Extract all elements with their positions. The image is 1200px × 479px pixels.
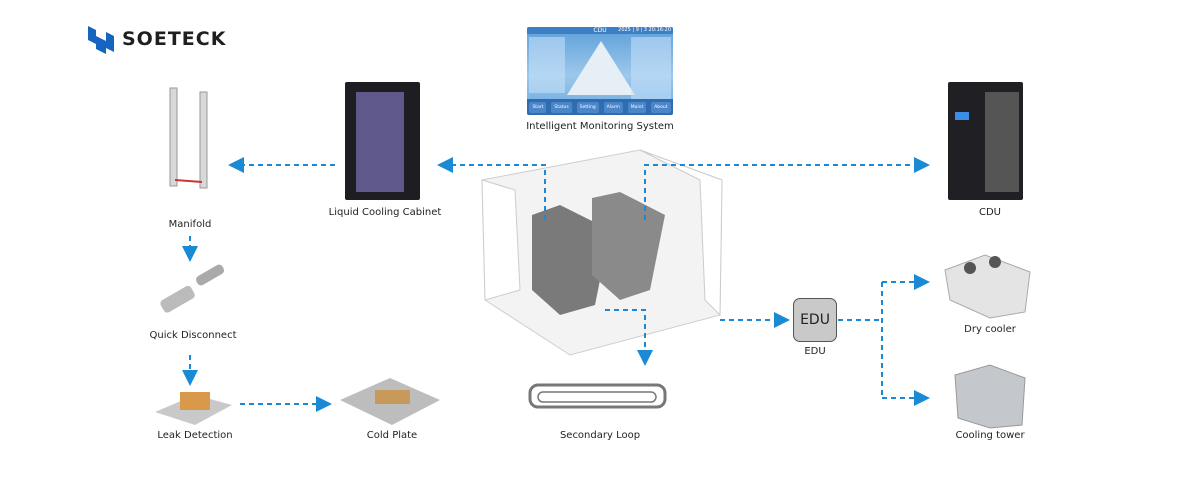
- arrow-room-to-cabinet: [437, 157, 546, 220]
- screen-button-alarm: Alarm: [603, 101, 623, 113]
- arrow-edu-branch: [838, 282, 883, 398]
- left-panel: [529, 37, 565, 93]
- arrow-room-to-cdu: [644, 157, 930, 220]
- label-quick-disconnect: Quick Disconnect: [149, 330, 237, 341]
- cold-plate-image: [340, 378, 440, 425]
- secondary-loop-image: [528, 383, 667, 409]
- screen-button-maint: Maint: [627, 101, 647, 113]
- label-cabinet: Liquid Cooling Cabinet: [328, 207, 442, 218]
- soeteck-logo-icon: [88, 26, 114, 54]
- dry-cooler-image: [944, 254, 1031, 319]
- leak-detection-image: [155, 392, 232, 425]
- screen-button-status: Status: [551, 101, 572, 113]
- label-cold-plate: Cold Plate: [366, 430, 418, 441]
- screen-time: 2025 | 9 | 3 20:16:20: [618, 27, 671, 33]
- label-cdu: CDU: [978, 207, 1002, 218]
- screen-button-bar: Start Status Setting Alarm Maint About: [527, 99, 673, 115]
- cdu-image: [948, 82, 1023, 200]
- label-leak-detection: Leak Detection: [157, 430, 233, 441]
- label-dry-cooler: Dry cooler: [964, 324, 1016, 335]
- arrow-room-to-secondary-loop: [605, 309, 653, 366]
- screen-button-setting: Setting: [576, 101, 599, 113]
- brand-name: SOETECK: [122, 28, 227, 50]
- label-edu: EDU: [804, 346, 826, 357]
- right-panel: [631, 37, 671, 99]
- cooling-tower-image: [954, 364, 1026, 429]
- manifold-image: [169, 87, 208, 189]
- label-monitoring: Intelligent Monitoring System: [526, 121, 674, 132]
- screen-button-about: About: [651, 101, 671, 113]
- mountain-image: [567, 41, 635, 95]
- label-secondary-loop: Secondary Loop: [559, 430, 641, 441]
- label-manifold: Manifold: [168, 219, 212, 230]
- cabinet-image: [345, 82, 420, 200]
- monitoring-screen: CDU 2025 | 9 | 3 20:16:20 Start Status Se…: [527, 27, 673, 115]
- screen-button-start: Start: [529, 101, 547, 113]
- label-cooling-tower: Cooling tower: [955, 430, 1025, 441]
- edu-box: EDU: [793, 298, 837, 342]
- quick-disconnect-image: [160, 264, 225, 313]
- screen-title: CDU: [593, 27, 607, 34]
- data-center-room-image: [481, 149, 723, 356]
